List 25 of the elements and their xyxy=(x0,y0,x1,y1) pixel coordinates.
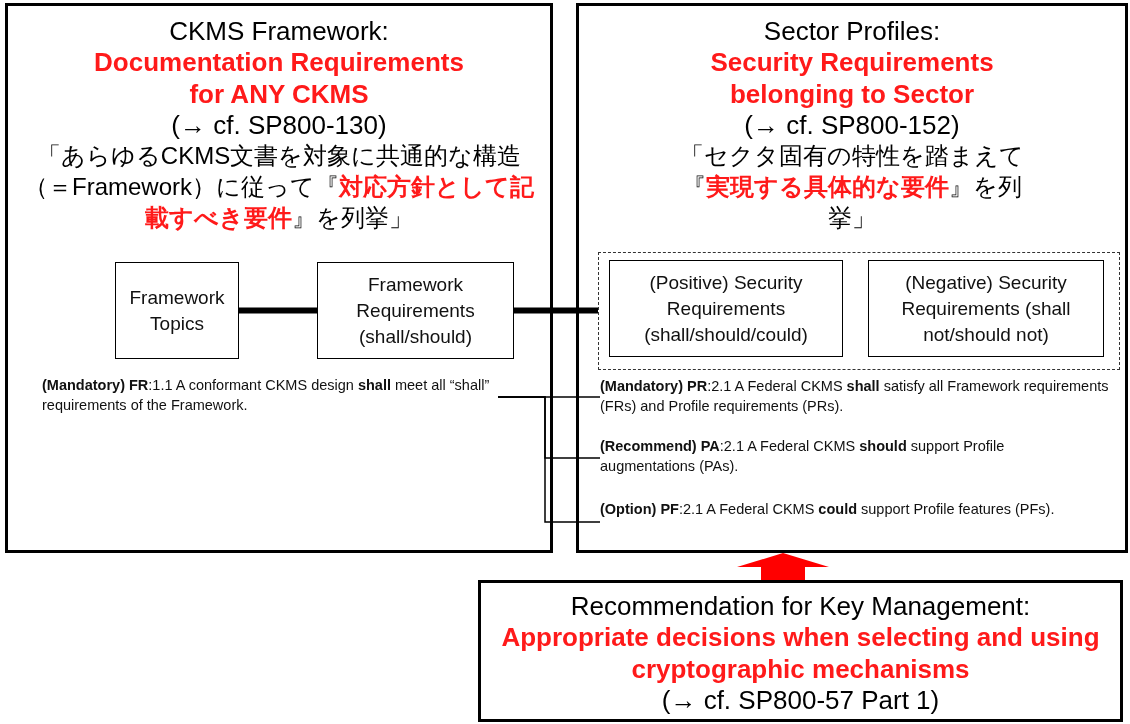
panel xyxy=(576,3,1128,553)
description-text: 「あらゆるCKMS文書を対象に共通的な構造（＝Framework）に従って『対応方針として記載すべき要件』を列挙」 xyxy=(23,141,535,233)
requirement-box: Framework Topics xyxy=(115,262,239,359)
dashed-group-box xyxy=(598,252,1120,370)
description-text: 「セクタ固有の特性を踏まえて『実現する具体的な要件』を列挙」 xyxy=(679,141,1025,233)
reference-note: (→ cf. SP800-57 Part 1) xyxy=(661,685,940,715)
panel xyxy=(5,3,553,553)
reference-note: (→ cf. SP800-152) xyxy=(744,110,960,140)
reference-note: (→ cf. SP800-130) xyxy=(171,110,387,140)
panel-title: Recommendation for Key Management: xyxy=(570,591,1031,621)
requirement-note: (Recommend) PA:2.1 A Federal CKMS should support Profile augmentations (PAs). xyxy=(600,437,1006,476)
block-arrow xyxy=(737,553,829,580)
panel-heading: Appropriate decisions when selecting and using cryptographic mechanisms xyxy=(500,621,1101,685)
panel-heading: Documentation Requirements for ANY CKMS xyxy=(93,46,465,110)
requirement-box: (Positive) Security Requirements (shall/should/could) xyxy=(609,260,843,357)
requirement-note: (Option) PF:2.1 A Federal CKMS could support Profile features (PFs). xyxy=(600,500,1055,519)
connector-line xyxy=(497,396,601,523)
panel-heading: Security Requirements belonging to Sector xyxy=(709,46,995,110)
panel xyxy=(478,580,1123,722)
requirement-box: Framework Requirements (shall/should) xyxy=(317,262,514,359)
panel-title: Sector Profiles: xyxy=(763,16,941,46)
requirement-box: (Negative) Security Requirements (shall not/should not) xyxy=(868,260,1104,357)
requirement-note: (Mandatory) PR:2.1 A Federal CKMS shall satisfy all Framework requirements (FRs) and Profile requirements (PRs). xyxy=(600,377,1110,416)
requirement-note: (Mandatory) FR:1.1 A conformant CKMS design shall meet all “shall” requirements of the Framework. xyxy=(42,376,491,415)
panel-title: CKMS Framework: xyxy=(169,16,389,46)
